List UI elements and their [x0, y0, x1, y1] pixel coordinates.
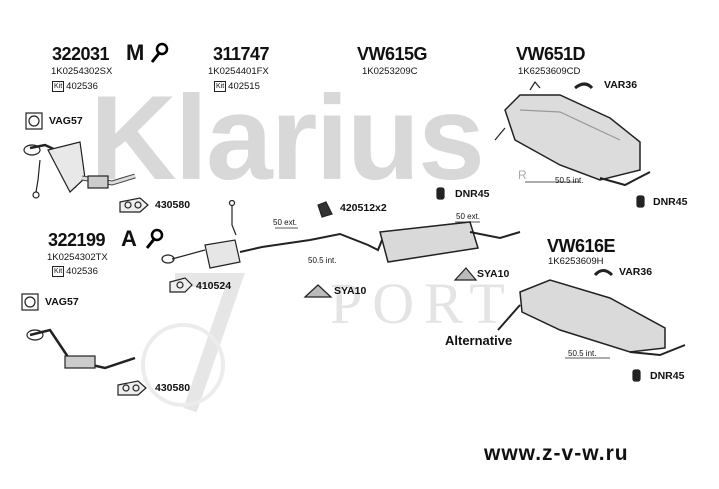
var36-hanger-icon: [593, 269, 614, 277]
label-var36: VAR36: [619, 266, 653, 278]
vag57-gasket-icon: [25, 112, 43, 130]
label-dnr45: DNR45: [455, 188, 490, 200]
port-watermark: PORT: [330, 271, 515, 336]
part-number-vw615g: VW615G: [357, 44, 428, 64]
registered-mark: R: [518, 168, 527, 182]
gasket-430580-bottom: [117, 380, 147, 396]
dim-ext: 50 ext.: [273, 218, 298, 227]
kit-icon: Kit: [214, 81, 227, 92]
gasket-410524: [169, 277, 193, 293]
kit-reference: Kit 402536: [52, 266, 98, 277]
part-number-311747: 311747: [213, 44, 270, 64]
label-430580: 430580: [155, 382, 191, 394]
part-number-322199: 322199: [48, 230, 106, 250]
kit-reference: Kit 402515: [214, 81, 260, 92]
label-var36: VAR36: [604, 79, 638, 91]
part-number-322031: 322031: [52, 44, 110, 64]
label-410524: 410524: [196, 280, 232, 292]
oem-number: 1K0253209C: [362, 66, 418, 77]
kit-icon: Kit: [52, 81, 65, 92]
sya10-mount-icon: [303, 284, 333, 298]
kit-icon: Kit: [52, 266, 65, 277]
sya10-mount-icon: [453, 267, 478, 281]
dim-ext: 50 ext.: [456, 212, 481, 221]
klarius-watermark: Klarius: [90, 71, 485, 205]
dim-int: 50.5 int.: [308, 256, 337, 265]
front-pipe-catalyst-top: [23, 141, 136, 199]
website-url[interactable]: www.z-v-w.ru: [484, 442, 629, 465]
catalyst-311747: [161, 199, 311, 269]
watermark-seven: [141, 273, 245, 413]
wrench-icon: [150, 42, 169, 63]
label-430580: 430580: [155, 199, 191, 211]
var36-hanger-icon: [574, 82, 594, 90]
label-sya10: SYA10: [477, 268, 510, 280]
assembly-badge-icon: A: [121, 226, 137, 251]
dnr45-mount-icon: [636, 195, 645, 208]
clamp-420512-icon: [317, 201, 333, 218]
label-alternative: Alternative: [445, 333, 513, 348]
kit-reference: Kit 402536: [52, 81, 98, 92]
oem-number: 1K6253609H: [548, 256, 604, 267]
rear-box-vw616e: [497, 279, 686, 357]
dnr45-mount-icon: [632, 369, 641, 382]
front-pipe-bottom: [26, 328, 147, 396]
oem-number: 1K0254401FX: [208, 66, 269, 77]
muffler-vw615g: [309, 221, 521, 263]
label-vag57: VAG57: [49, 115, 83, 127]
label-420512: 420512x2: [340, 202, 387, 214]
gasket-430580-top: [119, 197, 149, 213]
rear-box-vw651d: [494, 80, 651, 187]
dim-int: 50.5 int.: [555, 176, 584, 185]
oem-number: 1K0254302TX: [47, 252, 108, 263]
label-dnr45: DNR45: [650, 370, 685, 382]
dim-int: 50.5 int.: [568, 349, 597, 358]
label-vag57: VAG57: [45, 296, 79, 308]
dnr45-mount-icon: [436, 187, 445, 200]
oem-number: 1K0254302SX: [51, 66, 113, 77]
vag57-gasket-icon: [21, 293, 39, 311]
part-number-vw616e: VW616E: [547, 236, 616, 256]
oem-number: 1K6253609CD: [518, 66, 581, 77]
manual-badge-icon: M: [126, 40, 145, 65]
label-sya10: SYA10: [334, 285, 367, 297]
label-dnr45: DNR45: [653, 196, 688, 208]
part-number-vw651d: VW651D: [516, 44, 586, 64]
wrench-icon: [145, 228, 164, 249]
